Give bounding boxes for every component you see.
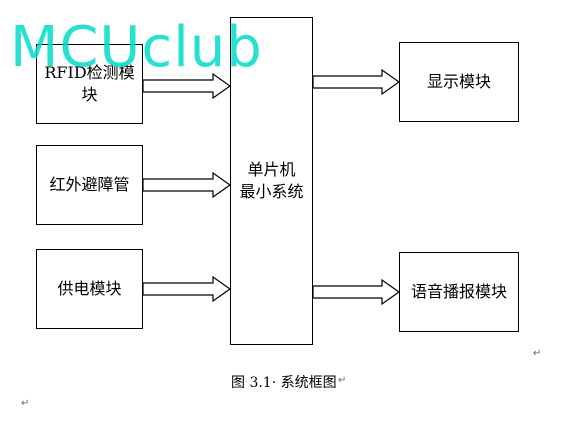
arrow-mcu-to-voice xyxy=(312,278,401,306)
display-module-block: 显示模块 xyxy=(399,42,519,122)
mcu-minimum-system-label: 单片机 最小系统 xyxy=(239,160,304,201)
rfid-detection-label: RFID检测模块 xyxy=(44,63,135,104)
power-supply-label: 供电模块 xyxy=(57,279,122,299)
arrow-infrared-to-mcu xyxy=(142,171,232,199)
paragraph-mark: ↵ xyxy=(21,398,30,409)
mcu-minimum-system-block: 单片机 最小系统 xyxy=(230,17,313,345)
display-module-label: 显示模块 xyxy=(426,72,491,92)
rfid-detection-block: RFID检测模块 xyxy=(36,44,143,124)
voice-broadcast-label: 语音播报模块 xyxy=(410,282,507,302)
paragraph-mark: ↵ xyxy=(533,348,542,359)
arrow-rfid-to-mcu xyxy=(142,72,232,100)
power-supply-block: 供电模块 xyxy=(36,249,143,329)
arrow-power-to-mcu xyxy=(142,275,232,303)
paragraph-mark: ↵ xyxy=(338,375,347,386)
arrow-mcu-to-display xyxy=(312,68,401,96)
infrared-obstacle-label: 红外避障管 xyxy=(49,175,130,195)
voice-broadcast-block: 语音播报模块 xyxy=(399,252,519,332)
figure-caption: 图 3.1· 系统框图 xyxy=(231,375,337,391)
